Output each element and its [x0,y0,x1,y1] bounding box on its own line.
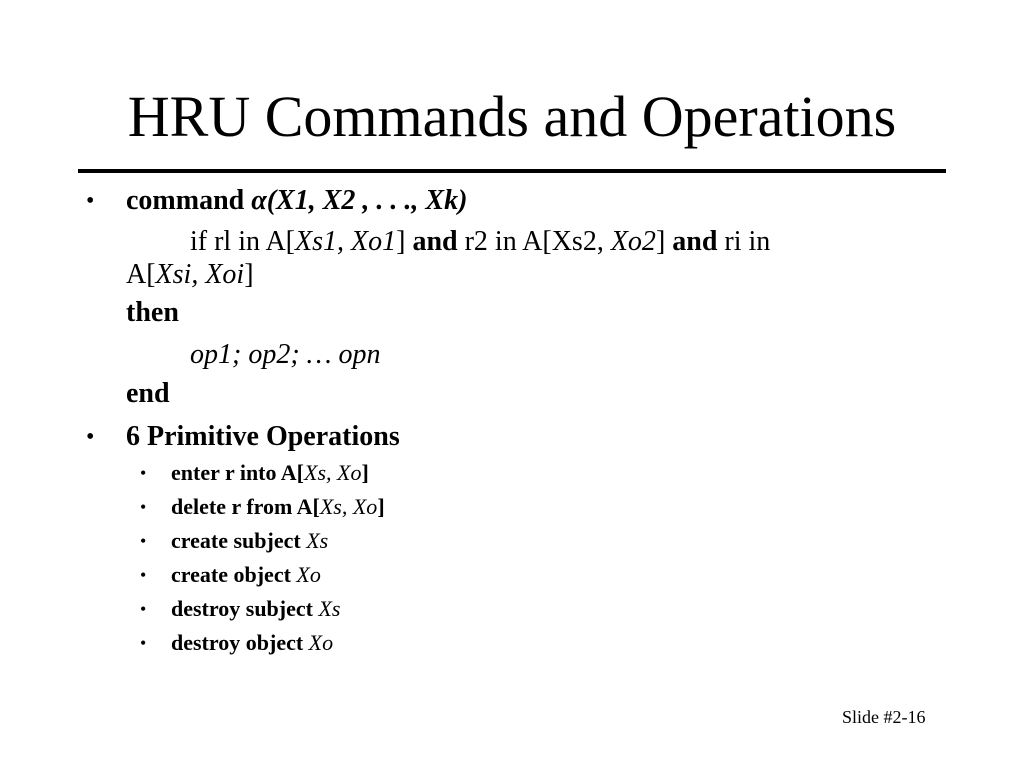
ops-line: op1; op2; … opn [190,338,381,372]
condition-line-2: A[Xsi, Xoi] [126,258,254,292]
primitive-arg: Xo [296,562,321,587]
bullet-marker: • [86,424,95,450]
sub-bullet-marker: • [140,463,147,483]
primitive-arg: Xs, Xo [319,494,378,519]
primitive-item: delete r from A[Xs, Xo] [171,493,385,521]
cond-xsi-xoi: Xsi, Xoi [155,259,245,290]
cond-close-3: ] [244,259,254,290]
cond-ri-in: ri in [724,226,771,257]
cond-if-rl: if rl in A[ [190,226,295,257]
title-divider [78,169,946,173]
primitive-item: destroy object Xo [171,629,333,657]
primitive-label: destroy object [171,630,304,655]
ops-list: op1; op2; … opn [190,339,381,370]
primitives-heading: 6 Primitive Operations [126,420,400,454]
cond-a-open: A[ [126,259,156,290]
cond-and-2: and [672,226,718,257]
condition-line-1: if rl in A[Xs1, Xo1] and r2 in A[Xs2, Xo… [190,225,770,259]
sub-bullet-marker: • [140,497,147,517]
primitive-item: create object Xo [171,561,321,589]
cond-close-2: ] [655,226,666,257]
sub-bullet-marker: • [140,633,147,653]
then-keyword: then [126,297,179,328]
primitive-suffix: ] [361,460,369,485]
cond-r2-in: r2 in A[Xs2, [464,226,604,257]
primitive-item: destroy subject Xs [171,595,340,623]
end-line: end [126,377,170,411]
sub-bullet-marker: • [140,599,147,619]
primitive-label: delete r from A[ [171,494,320,519]
cond-xs1-xo1: Xs1, Xo1 [295,226,397,257]
cond-and-1: and [412,226,458,257]
end-keyword: end [126,378,170,409]
primitive-item: enter r into A[Xs, Xo] [171,459,369,487]
primitive-label: create subject [171,528,301,553]
slide-title: HRU Commands and Operations [127,84,897,149]
primitive-label: enter r into A[ [171,460,304,485]
primitive-item: create subject Xs [171,527,328,555]
primitive-arg: Xs, Xo [304,460,362,485]
primitive-arg: Xs [318,596,341,621]
sub-bullet-marker: • [140,565,147,585]
slide-number: Slide #2-16 [842,707,926,727]
then-line: then [126,296,179,330]
cond-close-1: ] [396,226,406,257]
primitive-label: create object [171,562,291,587]
cond-xo2: Xo2 [610,226,656,257]
bullet-marker: • [86,188,95,214]
primitive-label: destroy subject [171,596,313,621]
primitive-arg: Xs [306,528,329,553]
command-signature: α(X1, X2 , . . ., Xk) [251,185,468,216]
primitives-heading-text: 6 Primitive Operations [126,421,400,452]
command-line: command α(X1, X2 , . . ., Xk) [126,184,467,218]
sub-bullet-marker: • [140,531,147,551]
primitive-suffix: ] [377,494,385,519]
command-keyword: command [126,185,245,216]
primitive-arg: Xo [308,630,334,655]
